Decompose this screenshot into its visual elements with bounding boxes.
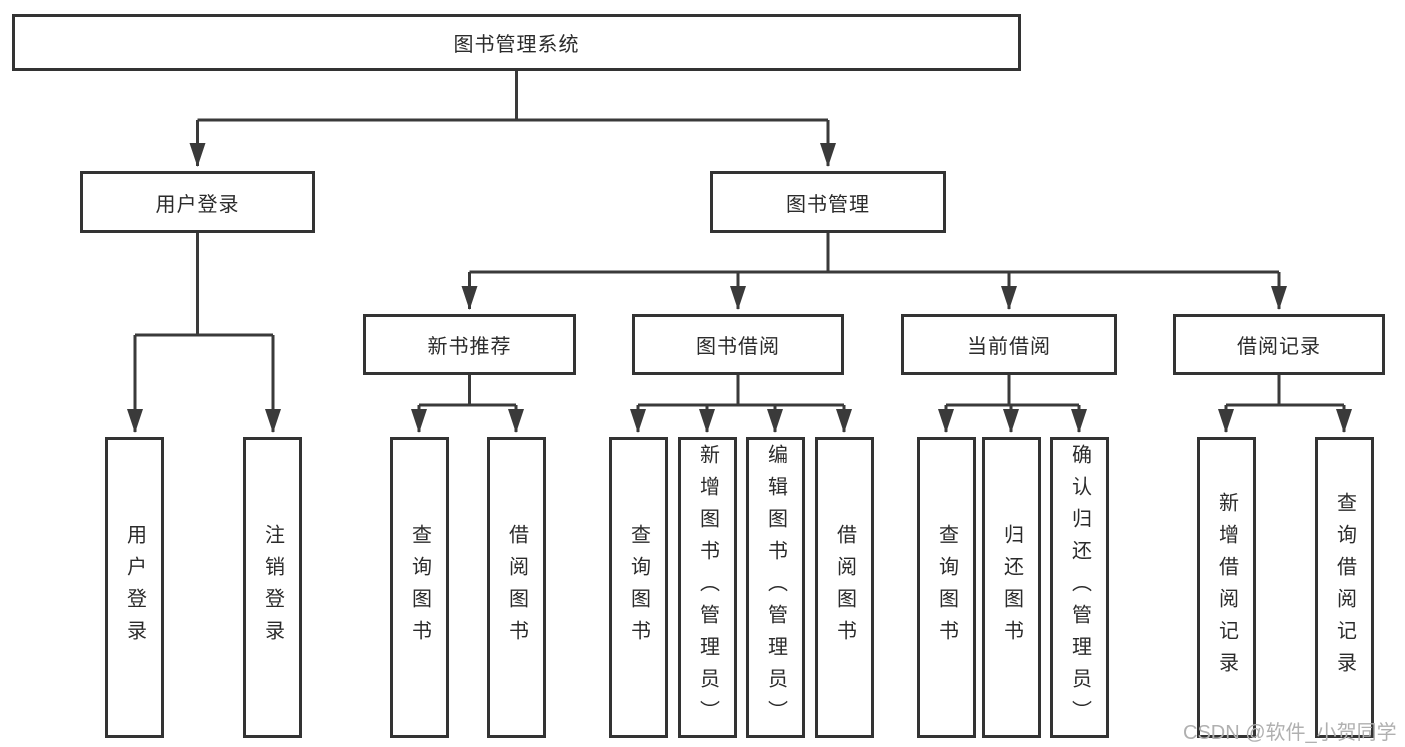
leaf-label: 确认归还（管理员） [1068,443,1091,732]
connector-newrec-trunk [419,375,516,407]
leaf-return-books: 归还图书 [982,437,1041,738]
connector-borrow-trunk [638,375,844,407]
leaf-add-books-admin: 新增图书（管理员） [678,437,737,738]
leaf-borrow-books: 借阅图书 [487,437,546,738]
leaf-confirm-return-admin: 确认归还（管理员） [1050,437,1109,738]
node-label: 新书推荐 [427,336,512,358]
leaf-label: 借阅图书 [505,523,528,652]
connector-current-trunk [946,375,1079,407]
node-label: 当前借阅 [967,336,1051,358]
connector-records-trunk [1226,375,1344,407]
leaf-label: 新增图书（管理员） [696,443,719,732]
node-user-login: 用户登录 [80,171,315,233]
leaf-label: 查询图书 [408,523,431,652]
leaf-logout: 注销登录 [243,437,302,738]
leaf-label: 查询借阅记录 [1333,491,1356,684]
leaf-edit-books-admin: 编辑图书（管理员） [746,437,805,738]
node-book-management: 图书管理 [710,171,946,233]
node-label: 图书管理系统 [453,34,580,56]
leaf-query-books: 查询图书 [609,437,668,738]
node-label: 用户登录 [155,193,240,216]
leaf-label: 新增借阅记录 [1215,491,1238,684]
node-current-borrow: 当前借阅 [901,314,1117,375]
node-borrow-records: 借阅记录 [1173,314,1385,375]
node-label: 图书管理 [786,193,870,216]
leaf-label: 查询图书 [935,523,958,652]
connector-login-trunk [135,233,273,337]
connector-mgmt-trunk [469,233,1279,274]
leaf-query-books: 查询图书 [917,437,976,738]
leaf-label: 编辑图书（管理员） [764,443,787,732]
leaf-borrow-books: 借阅图书 [815,437,874,738]
node-library-management-system: 图书管理系统 [12,14,1021,71]
leaf-query-borrow-record: 查询借阅记录 [1315,437,1374,738]
node-new-book-recommend: 新书推荐 [363,314,576,375]
connector-root-trunk [197,71,828,122]
node-label: 图书借阅 [696,336,780,358]
node-label: 借阅记录 [1237,336,1321,358]
leaf-query-books: 查询图书 [390,437,449,738]
leaf-label: 查询图书 [627,523,650,652]
leaf-add-borrow-record: 新增借阅记录 [1197,437,1256,738]
leaf-label: 借阅图书 [833,523,856,652]
leaf-label: 归还图书 [1000,523,1023,652]
leaf-label: 用户登录 [123,523,146,652]
node-book-borrow: 图书借阅 [632,314,844,375]
csdn-watermark: CSDN @软件_小贺同学 [1183,722,1397,744]
leaf-user-login: 用户登录 [105,437,164,738]
leaf-label: 注销登录 [261,523,284,652]
